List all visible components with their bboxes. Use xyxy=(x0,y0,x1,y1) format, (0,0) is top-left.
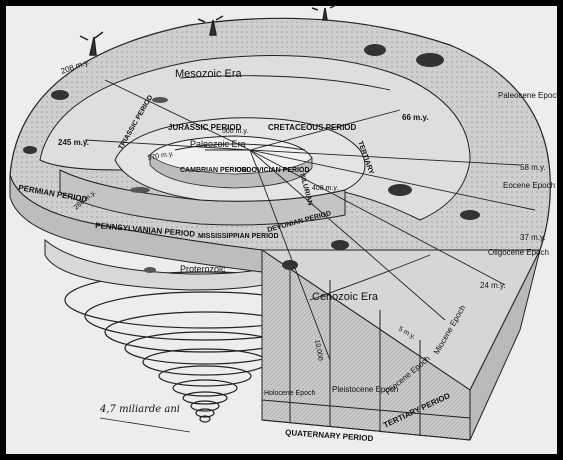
eocene-label: Eocene Epoch xyxy=(503,181,555,190)
age-24: 24 m.y. xyxy=(480,281,506,290)
mesozoic-era-label: Mesozoic Era xyxy=(175,68,243,80)
age-66: 66 m.y. xyxy=(402,113,429,122)
cambrian-label: CAMBRIAN PERIOD xyxy=(180,167,247,174)
paleocene-label: Paleocene Epoch xyxy=(498,91,561,100)
age-245: 245 m.y. xyxy=(58,138,89,147)
cenozoic-era-label: Cenozoic Era xyxy=(312,291,379,303)
mississippian-label: MISSISSIPPIAN PERIOD xyxy=(198,233,279,240)
ordovician-label: ORDOVICIAN PERIOD xyxy=(236,167,310,174)
precambrian-coil xyxy=(64,271,346,423)
cretaceous-label: CRETACEOUS PERIOD xyxy=(268,123,357,132)
oligocene-label: Oligocene Epoch xyxy=(488,248,549,257)
age-570: 570 m.y. xyxy=(147,150,174,161)
age-58: 58 m.y. xyxy=(520,163,546,172)
jurassic-label: JURASSIC PERIOD xyxy=(168,123,242,132)
age-500: 500 m.y. xyxy=(222,128,248,135)
time-arrows xyxy=(84,75,536,361)
pleistocene-label: Pleistocene Epoch xyxy=(332,385,398,394)
handwritten-note: 4,7 miliarde ani xyxy=(99,404,180,415)
proterozoic-label: Proterozoic xyxy=(180,264,226,274)
age-10000: 10,000 xyxy=(313,339,324,361)
age-37: 37 m.y. xyxy=(520,233,546,242)
age-408: 408 m.y. xyxy=(312,185,338,192)
holocene-label: Holocene Epoch xyxy=(264,390,315,397)
epoch-dividers xyxy=(261,260,471,441)
paleozoic-era-label: Paleozoic Era xyxy=(190,139,246,149)
fossil-illustrations xyxy=(23,4,480,273)
